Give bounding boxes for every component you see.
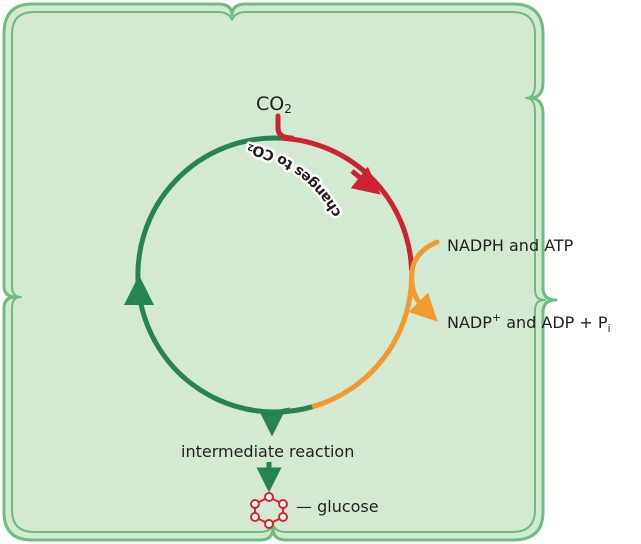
glucose-label: — glucose xyxy=(296,497,379,516)
nadph-atp-label: NADPH and ATP xyxy=(447,236,574,255)
intermediate-branch-line xyxy=(259,407,291,437)
co2-input-line xyxy=(275,113,295,141)
red-cycle-arrow xyxy=(350,166,381,195)
plant-cell-outline xyxy=(2,2,558,542)
glucose-molecule-icon xyxy=(250,492,288,529)
nadp-adp-label: NADP+ and ADP + Pi xyxy=(447,311,611,335)
co2-label: CO2 xyxy=(256,93,292,116)
intermediate-reaction-label: intermediate reaction xyxy=(181,442,354,461)
plant-cell-inner-membrane xyxy=(11,11,546,533)
nadph-input-line xyxy=(408,239,440,322)
